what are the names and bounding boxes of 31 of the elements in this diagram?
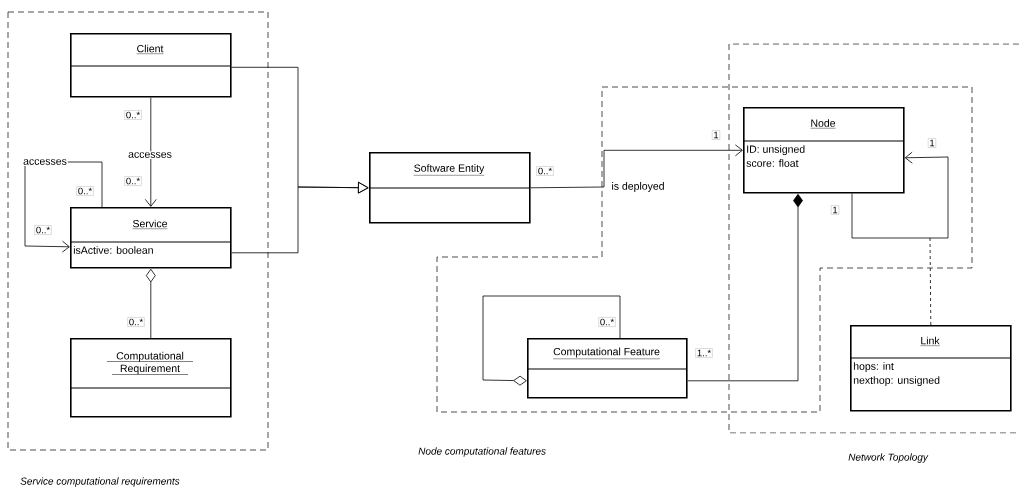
composition-line bbox=[687, 193, 803, 382]
generalization-arrow bbox=[231, 181, 369, 254]
edge-label: is deployed bbox=[610, 181, 666, 193]
multiplicity-label: 0..* bbox=[124, 176, 142, 186]
region-caption: Service computational requirements bbox=[20, 477, 180, 487]
class-box: Client bbox=[69, 33, 232, 98]
multiplicity-label: 1..* bbox=[695, 348, 713, 358]
multiplicity-label: 0..* bbox=[124, 110, 142, 120]
class-box: Computational Feature bbox=[526, 338, 688, 399]
multiplicity-label: 0..* bbox=[76, 186, 94, 196]
aggregation-line bbox=[482, 295, 621, 386]
edge-label: accesses bbox=[127, 151, 173, 159]
association-class-line bbox=[929, 237, 932, 326]
multiplicity-label: 0..* bbox=[127, 317, 145, 327]
multiplicity-label: 1 bbox=[927, 138, 937, 148]
class-box: Service isActive: boolean bbox=[69, 207, 232, 269]
class-box: Node ID: unsigned score: float bbox=[742, 107, 905, 194]
region-caption: Node computational features bbox=[418, 447, 546, 457]
association-arrow bbox=[530, 144, 743, 189]
association-arrow bbox=[144, 97, 157, 207]
multiplicity-label: 1 bbox=[711, 130, 721, 140]
aggregation-line bbox=[145, 268, 156, 339]
class-box: Software Entity bbox=[368, 152, 531, 224]
region-caption: Network Topology bbox=[848, 453, 929, 463]
multiplicity-label: 1 bbox=[830, 205, 840, 215]
association-arrow bbox=[851, 151, 949, 239]
class-box: Computational Requirement bbox=[69, 338, 232, 418]
class-box: Link hops: int nexthop: unsigned bbox=[849, 325, 1012, 412]
edge-label: accesses bbox=[22, 158, 68, 166]
multiplicity-label: 0..* bbox=[34, 225, 52, 235]
multiplicity-label: 0..* bbox=[598, 317, 616, 327]
